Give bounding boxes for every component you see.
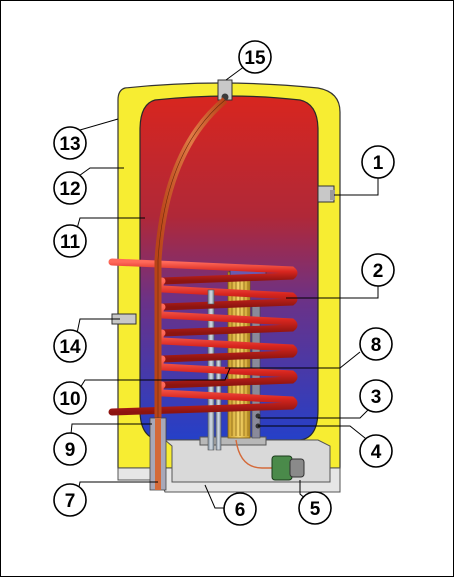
cold-water-inlet-inner <box>155 418 161 490</box>
callout-14: 14 <box>53 329 87 363</box>
callout-13: 13 <box>53 126 87 160</box>
callout-7: 7 <box>53 483 87 517</box>
callout-6: 6 <box>223 492 257 526</box>
callout-11-label: 11 <box>60 232 81 253</box>
callout-1: 1 <box>361 145 395 179</box>
callout-8: 8 <box>359 327 393 361</box>
callout-15: 15 <box>238 40 272 74</box>
callout-14-label: 14 <box>59 337 81 358</box>
callout-8-label: 8 <box>371 335 382 356</box>
callout-1-label: 1 <box>373 153 384 174</box>
callout-5-label: 5 <box>310 499 321 520</box>
callout-3-label: 3 <box>371 387 382 408</box>
callout-4: 4 <box>359 434 393 468</box>
dip-tube-outline <box>157 99 226 488</box>
callout-12: 12 <box>53 171 87 205</box>
callout-10: 10 <box>53 381 87 415</box>
callout-11: 11 <box>53 224 87 258</box>
callout-13-label: 13 <box>59 134 80 155</box>
anode-rod-top <box>207 289 215 305</box>
leader-lines <box>69 65 379 509</box>
callout-10-label: 10 <box>59 389 80 410</box>
callout-6-label: 6 <box>235 500 246 521</box>
callout-4-label: 4 <box>371 442 382 463</box>
callout-3: 3 <box>359 379 393 413</box>
callout-9: 9 <box>53 432 87 466</box>
outlet-fitting-nut <box>330 190 335 200</box>
control-unit <box>271 455 293 481</box>
callout-7-label: 7 <box>65 491 76 512</box>
callout-15-label: 15 <box>244 48 266 69</box>
callout-9-label: 9 <box>65 440 76 461</box>
callout-5: 5 <box>298 491 332 525</box>
callout-12-label: 12 <box>59 179 80 200</box>
flange-housing <box>163 439 331 483</box>
callout-2: 2 <box>361 253 395 287</box>
control-knob <box>289 458 305 478</box>
callout-2-label: 2 <box>373 261 384 282</box>
heater-wiring <box>235 439 278 469</box>
sensor-dot-a <box>255 413 261 419</box>
